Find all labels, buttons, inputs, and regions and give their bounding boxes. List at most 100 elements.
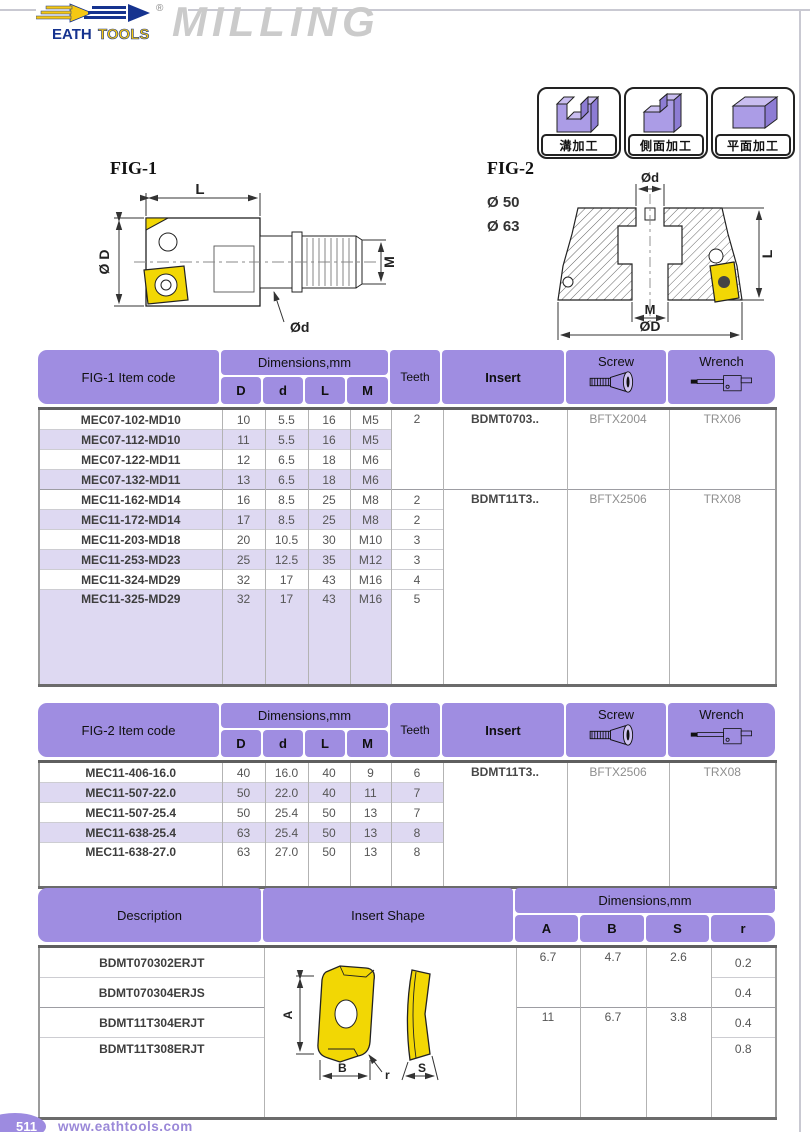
table-row: MEC11-172-MD14 17 8.5 25 M8 2	[39, 509, 776, 530]
dim-r-cell: 0.8	[710, 1037, 776, 1119]
wrench-icon	[690, 728, 752, 745]
table1-header-screw: Screw	[566, 350, 666, 404]
table2-header-dimensions: Dimensions,mm	[221, 703, 388, 728]
screw-cell: BFTX2506	[566, 761, 669, 888]
fig2-size-50: Ø 50	[487, 194, 520, 211]
table3-header-shape: Insert Shape	[263, 888, 513, 942]
col-D: D	[221, 377, 261, 404]
teeth-cell: 3	[390, 549, 443, 570]
fig1-dim-Od: Ød	[290, 319, 309, 335]
teeth-cell: 2	[390, 509, 443, 530]
table-row: MEC07-102-MD10 10 5.5 16 M5 2 BDMT0703..…	[39, 408, 776, 490]
table-row: MEC11-324-MD29 32 17 43 M16 4	[39, 569, 776, 590]
insert-shape-diagram: A B r	[281, 965, 439, 1082]
machining-label: 平面加工	[715, 134, 791, 156]
col-S: S	[646, 915, 709, 942]
table3-header-dimensions: Dimensions,mm	[515, 888, 775, 913]
fig1-drawing: L Ø D M	[96, 181, 397, 335]
wrench-label: Wrench	[699, 354, 744, 369]
teeth-cell: 2	[390, 489, 443, 510]
fig1-dim-L: L	[195, 181, 204, 198]
table-row: MEC07-132-MD11 13 6.5 18 M6	[39, 469, 776, 490]
teeth-cell: 2	[390, 408, 443, 490]
wrench-label: Wrench	[699, 707, 744, 722]
teeth-cell: 5	[390, 589, 443, 686]
table-row: MEC11-507-25.4 50 25.4 50 13 7	[39, 802, 776, 823]
teeth-cell: 8	[390, 842, 443, 888]
teeth-cell: 3	[390, 529, 443, 550]
table-row: MEC07-112-MD10 11 5.5 16 M5	[39, 429, 776, 450]
shape-dim-S: S	[418, 1061, 426, 1075]
table-row: MEC11-203-MD18 20 10.5 30 M10 3	[39, 529, 776, 550]
shape-dim-r: r	[385, 1068, 390, 1082]
col-M: M	[347, 730, 388, 757]
table3-header: Description Insert Shape Dimensions,mm A…	[38, 888, 775, 942]
brand-word-tools: TOOLS	[98, 26, 149, 43]
shape-dim-B: B	[338, 1061, 347, 1075]
dim-r-cell: 0.2	[710, 946, 776, 978]
fig2-dim-M: M	[645, 302, 656, 317]
website-link[interactable]: www.eathtools.com	[58, 1119, 193, 1132]
table2-header-wrench: Wrench	[668, 703, 775, 757]
teeth-cell: 8	[390, 822, 443, 843]
machining-icon-slot: 溝加工	[537, 87, 621, 159]
table-row: MEC11-507-22.0 50 22.0 40 11 7	[39, 782, 776, 803]
u-slot-block-icon	[555, 95, 600, 134]
table1-header: FIG-1 Item code Dimensions,mm D d L M Te…	[38, 350, 775, 404]
teeth-cell: 7	[390, 782, 443, 803]
table1-header-wrench: Wrench	[668, 350, 775, 404]
table1-header-dimensions: Dimensions,mm	[221, 350, 388, 375]
table2-header-teeth: Teeth	[390, 703, 440, 757]
table-row: MEC11-325-MD29 32 17 43 M16 5	[39, 589, 776, 686]
table2-header-screw: Screw	[566, 703, 666, 757]
dim-A-cell: 6.7	[515, 946, 580, 1008]
col-M: M	[347, 377, 388, 404]
table2-header-insert: Insert	[442, 703, 564, 757]
dim-S-cell: 3.8	[645, 1007, 711, 1119]
table1-header-insert: Insert	[442, 350, 564, 404]
col-L: L	[305, 730, 345, 757]
table-row: MEC11-406-16.0 40 16.0 40 9 6 BDMT11T3..…	[39, 761, 776, 888]
table-row: BDMT070302ERJT A	[39, 946, 776, 1119]
dim-S-cell: 2.6	[645, 946, 711, 1008]
registered-mark: ®	[156, 3, 164, 14]
fig2-label: FIG-2	[487, 158, 534, 178]
wrench-cell: TRX06	[668, 408, 776, 490]
table-row: BDMT070304ERJS 0.4	[39, 977, 776, 1008]
col-r: r	[711, 915, 775, 942]
machining-label: 側面加工	[628, 134, 704, 156]
col-B: B	[580, 915, 644, 942]
table1-header-item: FIG-1 Item code	[38, 350, 219, 404]
dim-A-cell: 11	[515, 1007, 580, 1119]
fig2-drawing: Ød L M ØD	[557, 172, 775, 340]
screw-label: Screw	[597, 707, 635, 722]
table3: BDMT070302ERJT A	[38, 945, 777, 1120]
table-row: MEC07-122-MD11 12 6.5 18 M6	[39, 449, 776, 470]
table3-header-description: Description	[38, 888, 261, 942]
fig2-dim-Od: Ød	[641, 172, 659, 185]
table-row: BDMT11T308ERJT 0.8	[39, 1037, 776, 1119]
wrench-cell: TRX08	[668, 489, 776, 686]
screw-icon	[589, 371, 634, 393]
wrench-cell: TRX08	[668, 761, 776, 888]
screw-cell: BFTX2004	[566, 408, 669, 490]
fig2-dim-OD: ØD	[640, 318, 661, 334]
insert-cell: BDMT11T3..	[442, 761, 567, 888]
col-d: d	[263, 730, 303, 757]
teeth-cell: 7	[390, 802, 443, 823]
fig1-label: FIG-1	[110, 158, 157, 178]
right-divider	[799, 9, 801, 1132]
screw-cell: BFTX2506	[566, 489, 669, 686]
screw-icon	[589, 724, 634, 746]
table2: MEC11-406-16.0 40 16.0 40 9 6 BDMT11T3..…	[38, 760, 777, 889]
table-row: MEC11-162-MD14 16 8.5 25 M8 2 BDMT11T3..…	[39, 489, 776, 686]
fig1-dim-M: M	[381, 256, 397, 268]
page-number: 511	[16, 1119, 37, 1132]
insert-cell: BDMT0703..	[442, 408, 567, 490]
brand-word-eath: EATH	[52, 26, 92, 43]
dim-B-cell: 6.7	[579, 1007, 646, 1119]
table1: MEC07-102-MD10 10 5.5 16 M5 2 BDMT0703..…	[38, 407, 777, 687]
fig2-dim-L: L	[759, 249, 775, 258]
page-title: MILLING	[172, 0, 380, 45]
